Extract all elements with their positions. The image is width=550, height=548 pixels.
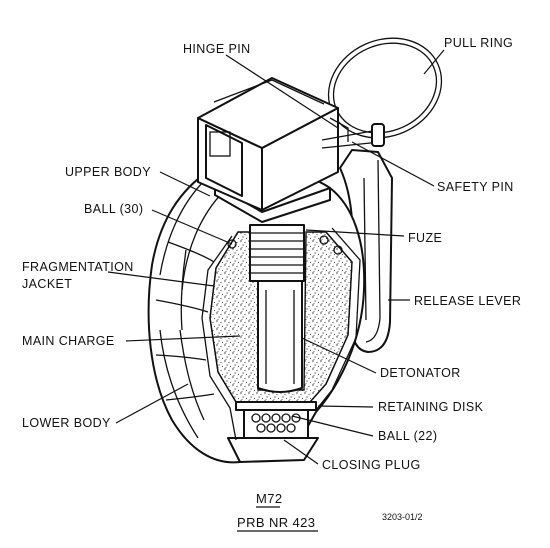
- label-safety-pin: SAFETY PIN: [437, 180, 514, 194]
- grenade-body: [147, 37, 443, 464]
- label-retaining-disk: RETAINING DISK: [378, 400, 484, 414]
- label-fuze: FUZE: [408, 231, 442, 245]
- retaining-disk: [235, 401, 317, 411]
- label-upper-body: UPPER BODY: [65, 165, 151, 179]
- fuze-head: [197, 77, 339, 211]
- label-main-charge: MAIN CHARGE: [22, 334, 115, 348]
- fuze-threads: [249, 224, 305, 282]
- label-closing-plug: CLOSING PLUG: [322, 458, 421, 472]
- caption-reference: PRB NR 423: [237, 515, 315, 530]
- leader-lines: [107, 49, 445, 465]
- closing-plug: [227, 437, 319, 463]
- label-lower-body: LOWER BODY: [22, 416, 111, 430]
- caption-figure-code: 3203-01/2: [382, 512, 423, 522]
- label-ball-22: BALL (22): [378, 429, 437, 443]
- detonator: [257, 280, 303, 393]
- label-pull-ring: PULL RING: [444, 36, 513, 50]
- label-release-lever: RELEASE LEVER: [414, 294, 521, 308]
- label-detonator: DETONATOR: [380, 366, 461, 380]
- label-fragmentation-jacket-line1: FRAGMENTATION: [22, 260, 134, 274]
- figure-caption: M72 PRB NR 423 3203-01/2: [237, 491, 423, 532]
- ball-30-row: [227, 235, 343, 255]
- ball-22-cluster: [243, 409, 309, 439]
- callout-labels: HINGE PIN PULL RING UPPER BODY SAFETY PI…: [22, 36, 521, 472]
- label-ball-30: BALL (30): [84, 202, 143, 216]
- fragmentation-grooves: [155, 179, 226, 439]
- label-fragmentation-jacket-line2: JACKET: [22, 277, 72, 291]
- caption-model: M72: [256, 491, 283, 506]
- label-hinge-pin: HINGE PIN: [183, 42, 251, 56]
